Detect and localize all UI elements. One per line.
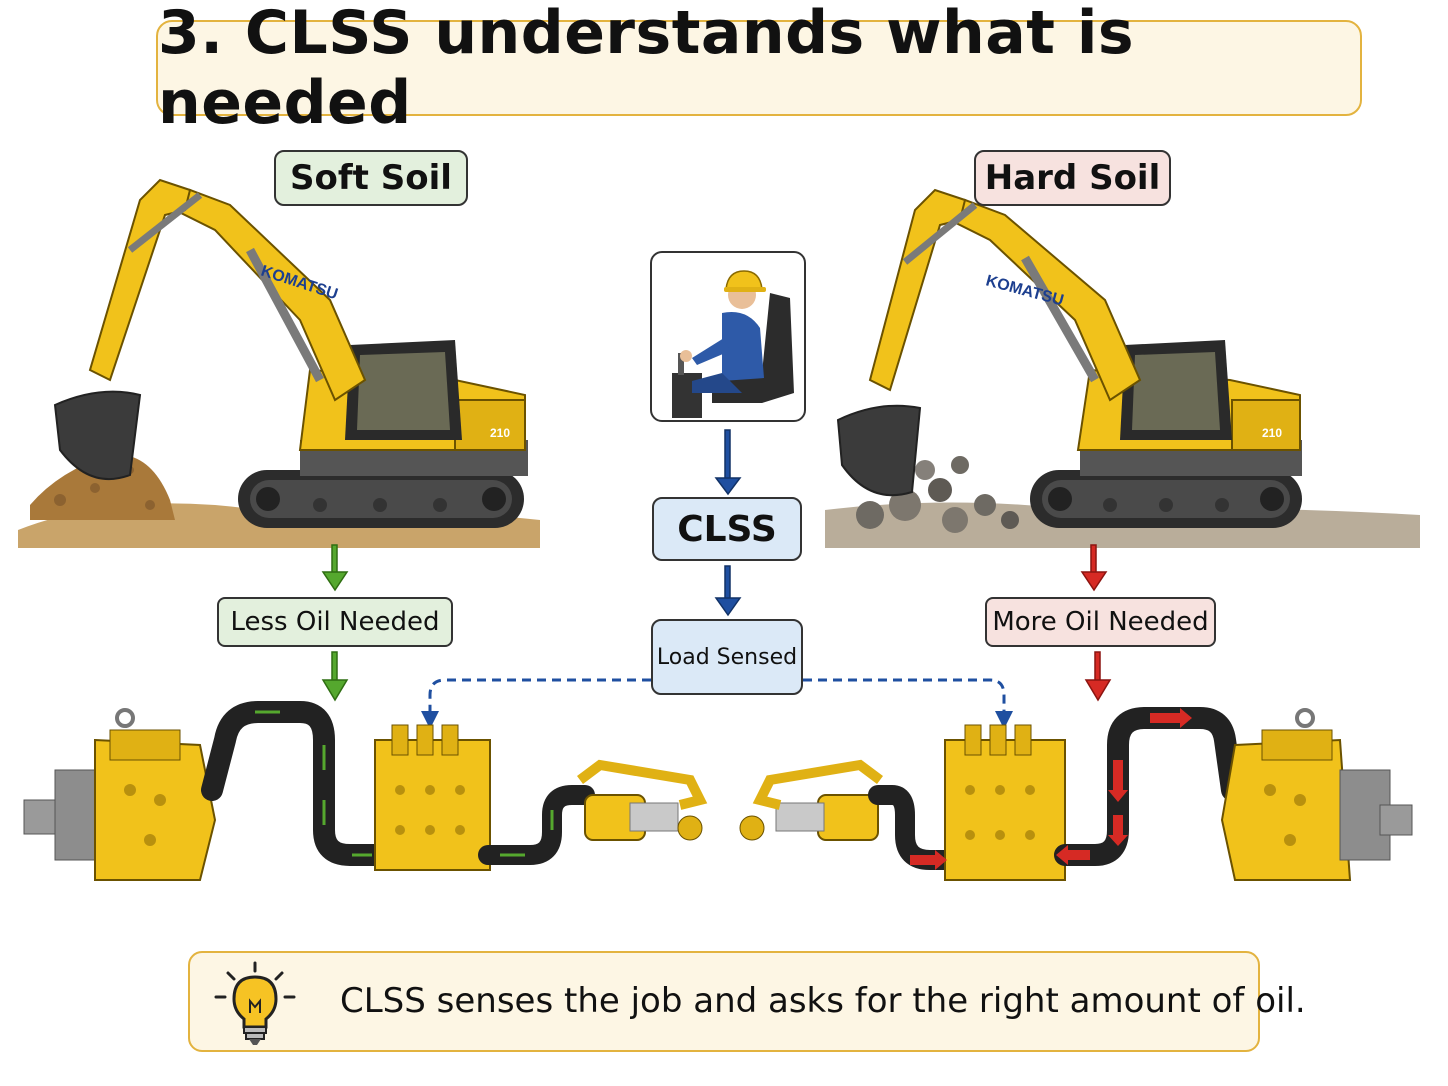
- lightbulb-icon: [214, 961, 296, 1045]
- left-valve: [374, 724, 491, 871]
- left-hose-1: [201, 701, 391, 866]
- operator-panel: [650, 251, 806, 422]
- tip-text: CLSS senses the job and asks for the rig…: [340, 981, 1306, 1021]
- left-cylinder: [577, 759, 708, 841]
- less-oil-label: Less Oil Needed: [217, 597, 453, 647]
- soft-oil-flow: [255, 710, 554, 857]
- model-number-left: 210: [490, 426, 510, 440]
- soft-soil-excavator: KOMATSU 210: [18, 178, 540, 548]
- hard-oil-flow: [910, 708, 1192, 870]
- operator-illustration: [672, 270, 794, 418]
- right-hose-1: [1054, 707, 1243, 866]
- hard-soil-excavator: KOMATSU 210: [825, 188, 1420, 548]
- load-signal-line-left: [421, 678, 651, 729]
- load-signal-line-right: [803, 678, 1013, 729]
- load-sensed-box: Load Sensed: [651, 619, 803, 695]
- model-number-right: 210: [1262, 426, 1282, 440]
- soft-flow-arrows: [321, 544, 349, 702]
- hard-flow-arrows: [1080, 544, 1112, 702]
- left-pump: [23, 708, 217, 881]
- signal-arrows: [714, 429, 742, 617]
- clss-box: CLSS: [652, 497, 802, 561]
- right-pump: [1220, 708, 1413, 881]
- soft-soil-label: Soft Soil: [274, 150, 468, 206]
- right-valve: [944, 724, 1066, 881]
- more-oil-label: More Oil Needed: [985, 597, 1216, 647]
- right-hose-2: [868, 785, 960, 870]
- title-banner: 3. CLSS understands what is needed: [156, 0, 1362, 138]
- right-cylinder: [739, 759, 883, 841]
- tip-banner: CLSS senses the job and asks for the rig…: [188, 951, 1306, 1052]
- hard-soil-label: Hard Soil: [974, 150, 1171, 206]
- page-title: 3. CLSS understands what is needed: [158, 0, 1135, 138]
- left-hose-2: [478, 785, 595, 865]
